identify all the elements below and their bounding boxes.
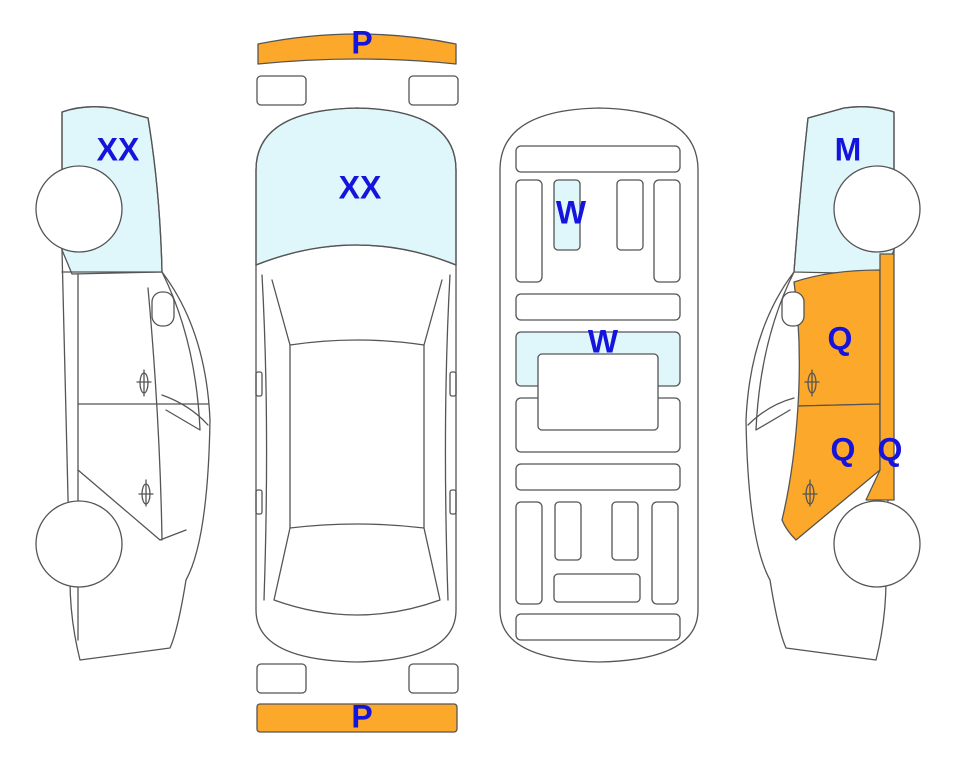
left-rear-door-handle: [138, 479, 154, 507]
right-rear-door-handle: [802, 479, 818, 507]
right-rear-wheel: [833, 500, 921, 588]
left-body-outline: [61, 106, 211, 661]
rear-bumper-label: P: [351, 698, 372, 734]
front-right-headlight: [408, 75, 459, 106]
top-body-outline: [255, 107, 457, 663]
rear-left-taillight: [256, 663, 307, 694]
right-rear-door-label: Q: [831, 431, 856, 467]
left-front-panel-label: XX: [97, 131, 140, 167]
left-rear-wheel: [35, 500, 123, 588]
floor-middle-label: W: [588, 323, 619, 359]
underside-outline: [499, 107, 699, 663]
right-front-door-handle: [804, 369, 820, 397]
left-front-door-handle: [136, 369, 152, 397]
left-side-view: XX: [35, 106, 211, 661]
right-rear-pillar-zone: [865, 253, 895, 501]
right-front-door-label: Q: [828, 320, 853, 356]
top-view: P XX P: [255, 24, 459, 734]
right-front-wheel: [833, 165, 921, 253]
right-rear-door-zone: [781, 403, 881, 541]
front-bumper-zone: [257, 33, 457, 65]
right-front-panel-label: M: [835, 131, 862, 167]
right-body-outline: [745, 106, 895, 661]
rear-right-taillight: [408, 663, 459, 694]
front-left-headlight: [256, 75, 307, 106]
underside-view: W W: [499, 107, 699, 663]
right-rear-pillar-label: Q: [878, 431, 903, 467]
right-side-view: M Q Q Q: [745, 106, 921, 661]
roof-front-label: XX: [339, 169, 382, 205]
floor-front-zone: [553, 179, 581, 251]
floor-front-label: W: [556, 194, 587, 230]
rear-bumper-zone: [256, 703, 458, 733]
front-bumper-label: P: [351, 24, 372, 60]
left-front-wheel: [35, 165, 123, 253]
